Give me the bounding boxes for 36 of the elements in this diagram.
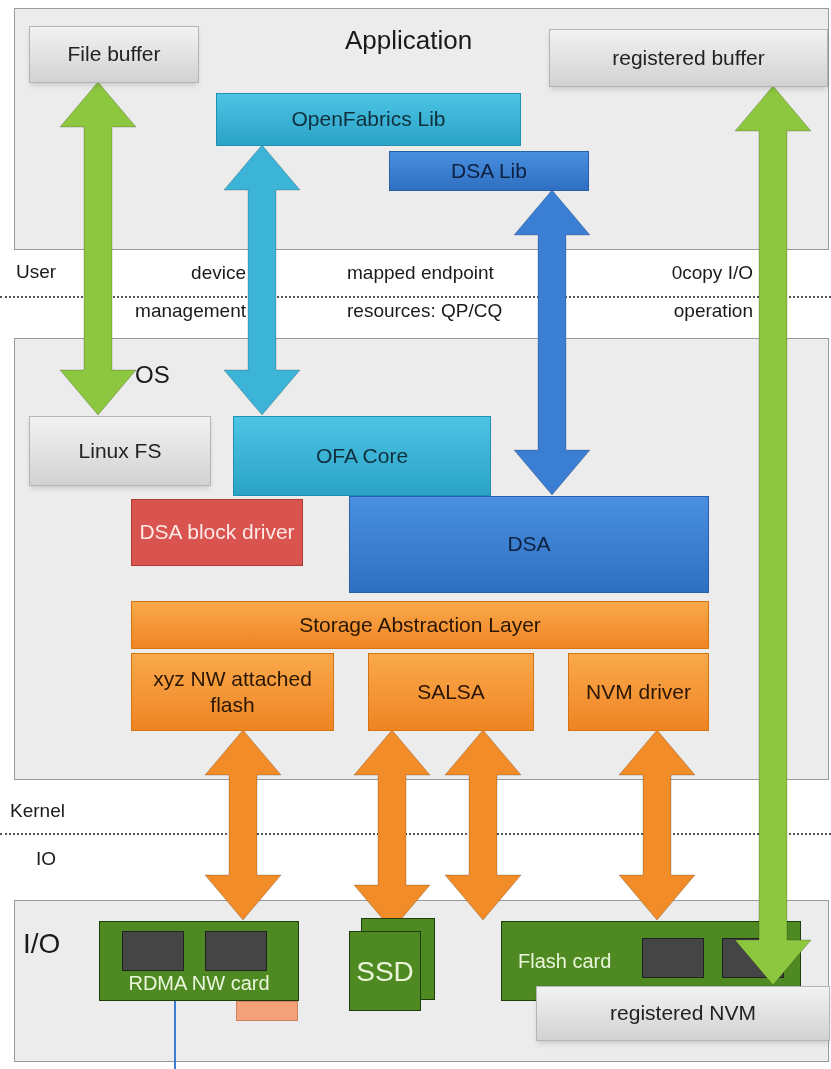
component-box: DSA block driver [131,499,303,566]
layer-label: mapped endpoint resources: QP/CQ [347,261,504,323]
component-box: registered buffer [549,29,828,87]
double-arrow [734,85,812,986]
layer-title: I/O [23,927,61,961]
double-arrow [59,81,137,416]
component-box: OFA Core [233,416,491,496]
card-label: RDMA NW card [128,971,270,996]
component-box: File buffer [29,26,199,83]
component-box: OpenFabrics Lib [216,93,521,146]
component-box: DSA Lib [389,151,589,191]
layer-label: 0copy I/O operation [670,261,753,323]
component-box: Storage Abstraction Layer [131,601,709,649]
double-arrow [223,144,301,416]
layer-label: User [16,260,58,284]
component-box: SALSA [368,653,534,731]
cable-line [174,999,176,1069]
network-card [99,921,299,1001]
layer-label: Kernel [10,799,66,823]
layer-title: Application [345,24,473,57]
component-box: Linux FS [29,416,211,486]
layer-label: IO [36,847,58,871]
double-arrow [618,729,696,921]
layer-title: OS [135,360,170,390]
double-arrow [513,189,591,496]
card-label: Flash card [518,948,612,974]
layer-band [14,900,829,1062]
layer-band [14,8,829,250]
double-arrow [444,729,522,921]
component-box: DSA [349,496,709,593]
component-box: xyz NW attached flash [131,653,334,731]
component-box: NVM driver [568,653,709,731]
layer-band [14,338,829,780]
component-box: registered NVM [536,986,830,1041]
double-arrow [204,729,282,921]
layer-label: device management [134,261,246,323]
